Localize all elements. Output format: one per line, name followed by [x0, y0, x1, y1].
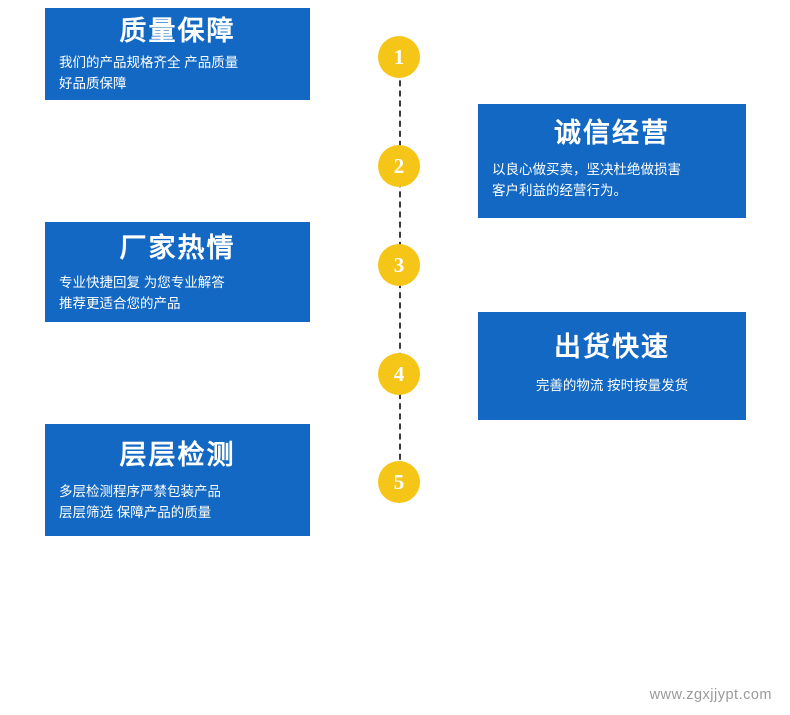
- feature-card-inspection-title: 层层检测: [119, 440, 236, 470]
- feature-card-integrity-desc: 以良心做买卖，坚决杜绝做损害 客户利益的经营行为。: [492, 161, 681, 198]
- step-timeline: 1 2 3 4 5: [355, 0, 445, 560]
- feature-card-integrity: 诚信经营 以良心做买卖，坚决杜绝做损害 客户利益的经营行为。: [478, 104, 746, 218]
- timeline-step-4: 4: [378, 353, 420, 395]
- feature-card-integrity-title: 诚信经营: [554, 118, 670, 148]
- timeline-step-5: 5: [378, 461, 420, 503]
- feature-card-quality: 质量保障 我们的产品规格齐全 产品质量 好品质保障: [45, 8, 310, 100]
- timeline-step-1: 1: [378, 36, 420, 78]
- feature-card-quality-desc: 我们的产品规格齐全 产品质量 好品质保障: [59, 54, 239, 91]
- feature-card-factory-title: 厂家热情: [119, 233, 236, 263]
- feature-card-factory: 厂家热情 专业快捷回复 为您专业解答 推荐更适合您的产品: [45, 222, 310, 322]
- site-watermark: www.zgxjjypt.com: [649, 687, 772, 703]
- feature-card-inspection: 层层检测 多层检测程序严禁包装产品 层层筛选 保障产品的质量: [45, 424, 310, 536]
- feature-card-inspection-desc: 多层检测程序严禁包装产品 层层筛选 保障产品的质量: [59, 483, 221, 520]
- timeline-step-3: 3: [378, 244, 420, 286]
- feature-card-shipping: 出货快速 完善的物流 按时按量发货: [478, 312, 746, 420]
- feature-card-shipping-title: 出货快速: [554, 332, 670, 362]
- feature-card-factory-desc: 专业快捷回复 为您专业解答 推荐更适合您的产品: [59, 274, 225, 311]
- timeline-step-2: 2: [378, 145, 420, 187]
- feature-card-quality-title: 质量保障: [119, 16, 236, 46]
- feature-card-shipping-desc: 完善的物流 按时按量发货: [535, 377, 689, 393]
